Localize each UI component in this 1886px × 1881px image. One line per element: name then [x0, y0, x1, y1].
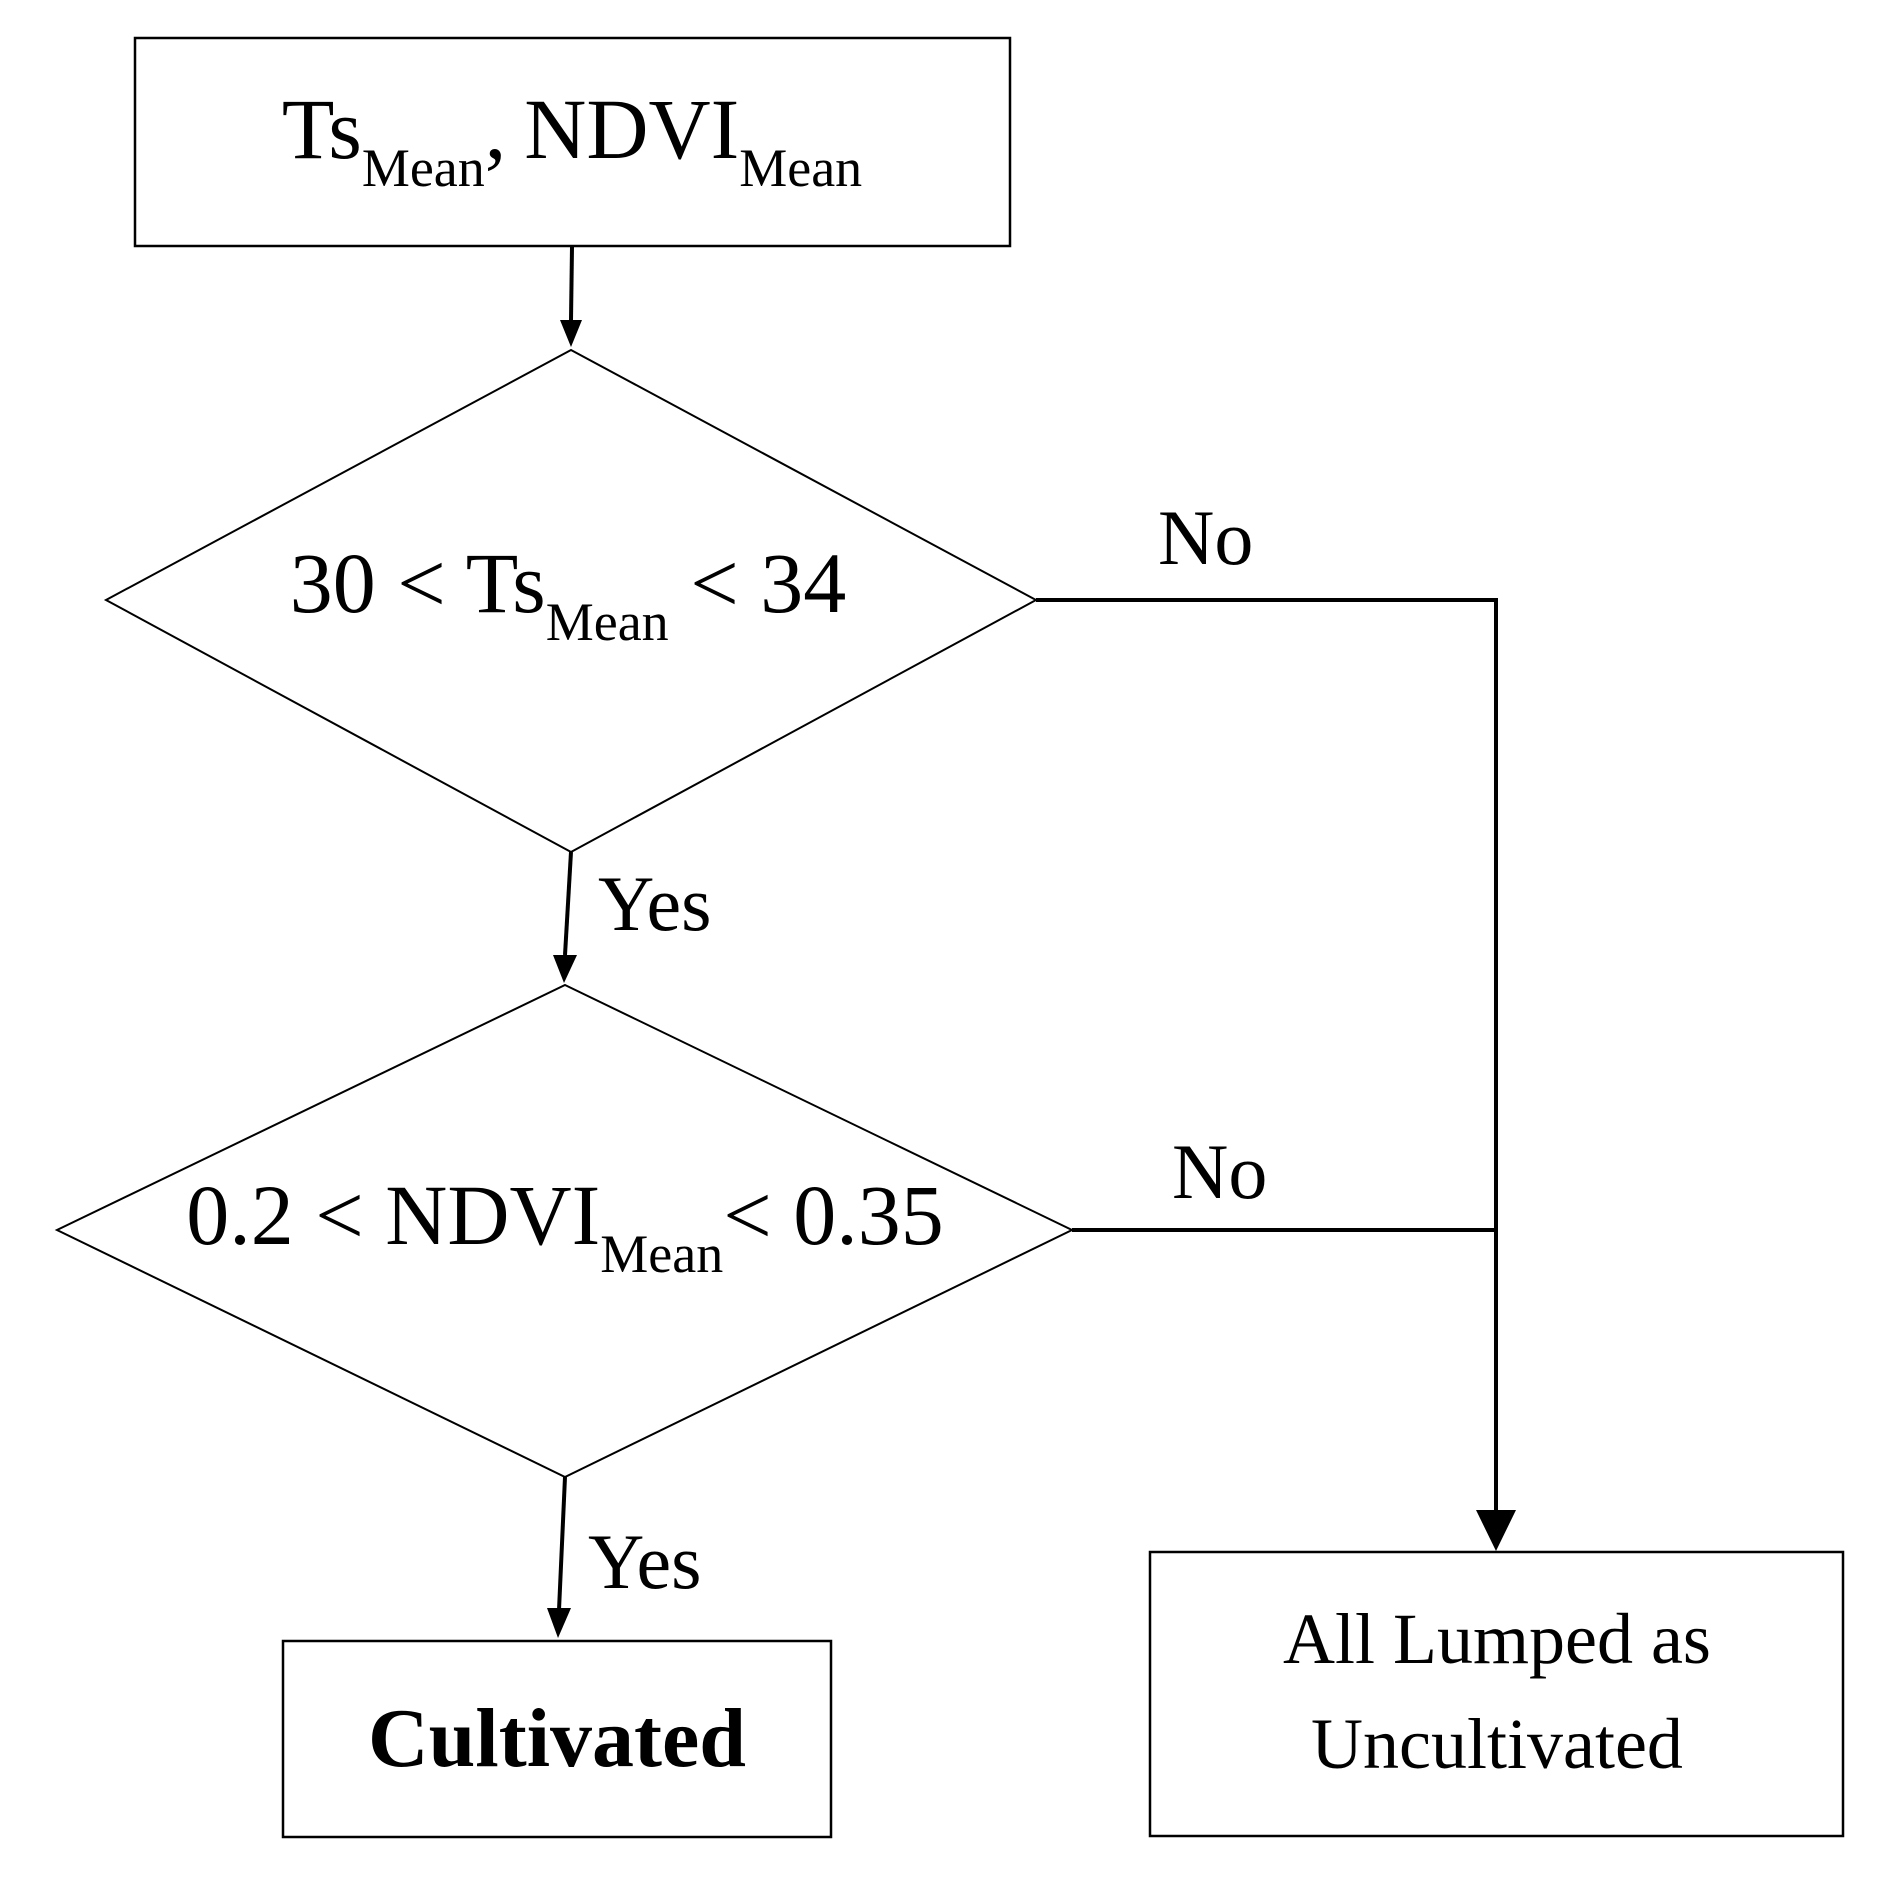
decision2-yes-label: Yes: [588, 1518, 702, 1605]
decision2-sub: Mean: [600, 1224, 723, 1284]
uncultivated-box: [1148, 1550, 1845, 1838]
connector-start-decision1: [569, 246, 574, 321]
start-box: [133, 36, 1012, 248]
edge-decision2-yes: Yes: [547, 1476, 702, 1638]
uncultivated-node: All Lumped as Uncultivated: [1148, 1550, 1845, 1838]
start-node: TsMean,NDVIMean: [133, 36, 1012, 248]
start-part1-sub: Mean: [362, 138, 485, 198]
start-part2-sub: Mean: [739, 138, 862, 198]
start-part2: NDVI: [524, 81, 739, 177]
arrowhead-decision1: [560, 320, 582, 347]
arrowhead-cultivated: [547, 1608, 571, 1638]
connector-decision2-yes: [557, 1476, 567, 1611]
decision2-prefix: 0.2 < NDVI: [186, 1167, 600, 1263]
uncultivated-line2: Uncultivated: [1311, 1704, 1683, 1784]
decision2-label: 0.2 < NDVIMean< 0.35: [186, 1167, 943, 1284]
decision1-yes-label: Yes: [598, 860, 712, 947]
decision2-node: 0.2 < NDVIMean< 0.35: [54, 983, 1075, 1479]
decision1-prefix: 30 < Ts: [290, 535, 546, 631]
arrowhead-decision2: [553, 955, 577, 983]
decision1-label: 30 < TsMean < 34: [290, 535, 846, 652]
cultivated-label: Cultivated: [368, 1692, 746, 1785]
arrowhead-uncultivated: [1476, 1510, 1516, 1551]
decision1-node: 30 < TsMean < 34: [103, 348, 1039, 854]
start-part1: Ts: [282, 81, 362, 177]
decision2-suffix: < 0.35: [723, 1167, 944, 1263]
decision2-no-label: No: [1172, 1128, 1267, 1215]
start-label: TsMean,NDVIMean: [282, 81, 862, 198]
edge-decision2-no: No: [1072, 1128, 1496, 1232]
connector-decision1-yes: [563, 851, 573, 956]
start-separator: ,: [485, 81, 507, 177]
edge-decision1-yes: Yes: [553, 851, 712, 983]
edge-decision1-no: No: [1036, 494, 1516, 1551]
connector-decision1-no: [1036, 598, 1498, 1515]
decision1-no-label: No: [1158, 494, 1253, 581]
cultivated-node: Cultivated: [281, 1639, 833, 1839]
decision1-suffix: < 34: [669, 535, 847, 631]
uncultivated-line1: All Lumped as: [1283, 1599, 1711, 1679]
cultivated-box: [281, 1639, 833, 1839]
edge-start-to-decision1: [560, 246, 582, 347]
decision1-sub: Mean: [546, 592, 669, 652]
